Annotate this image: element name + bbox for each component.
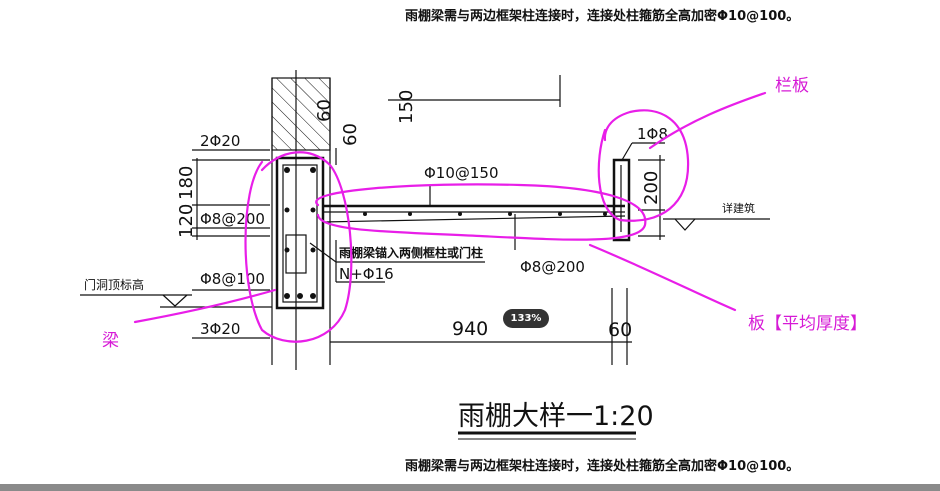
dim-60-wall: 60 [314, 99, 335, 122]
dim-60-top: 60 [340, 123, 361, 146]
left-dimensions [80, 75, 632, 365]
dim-200: 200 [641, 171, 662, 205]
beam-section [275, 156, 325, 310]
dim-180: 180 [176, 166, 197, 200]
markup-strokes [133, 91, 767, 343]
wall-column [271, 70, 331, 370]
slab [322, 186, 626, 250]
drawing-title: 雨棚大样一1:20 [458, 401, 654, 432]
anchor-note: 雨棚梁锚入两侧框柱或门柱 [339, 245, 483, 260]
slab-annotation: 板【平均厚度】 [748, 314, 867, 334]
dim-60-right: 60 [608, 319, 632, 341]
beam-annotation: 梁 [102, 331, 119, 351]
stirrups-label: Φ8@100 [200, 270, 265, 288]
bottom-scrollbar[interactable] [0, 484, 940, 491]
parapet-bar-label: 1Φ8 [637, 125, 668, 143]
door-top-elevation-label: 门洞顶标高 [84, 277, 144, 292]
parapet-annotation: 栏板 [775, 76, 809, 96]
top-bars-label: 2Φ20 [200, 132, 240, 150]
slab-top-bars-label: Φ10@150 [424, 164, 499, 182]
see-arch-label: 详建筑 [722, 201, 755, 215]
dim-120: 120 [176, 204, 197, 238]
zoom-level-badge: 133% [503, 309, 549, 328]
slab-bars-left-label: Φ8@200 [200, 210, 265, 228]
dim-940: 940 [452, 318, 488, 340]
slab-dist-bars-label: Φ8@200 [520, 258, 585, 276]
bottom-bars-label: 3Φ20 [200, 320, 240, 338]
bottom-note: 雨棚梁需与两边框架柱连接时，连接处柱箍筋全高加密Φ10@100。 [405, 458, 799, 474]
side-bars-label: N+Φ16 [339, 265, 394, 283]
top-note: 雨棚梁需与两边框架柱连接时，连接处柱箍筋全高加密Φ10@100。 [405, 8, 799, 24]
parapet [612, 142, 770, 242]
dim-150: 150 [396, 90, 417, 124]
